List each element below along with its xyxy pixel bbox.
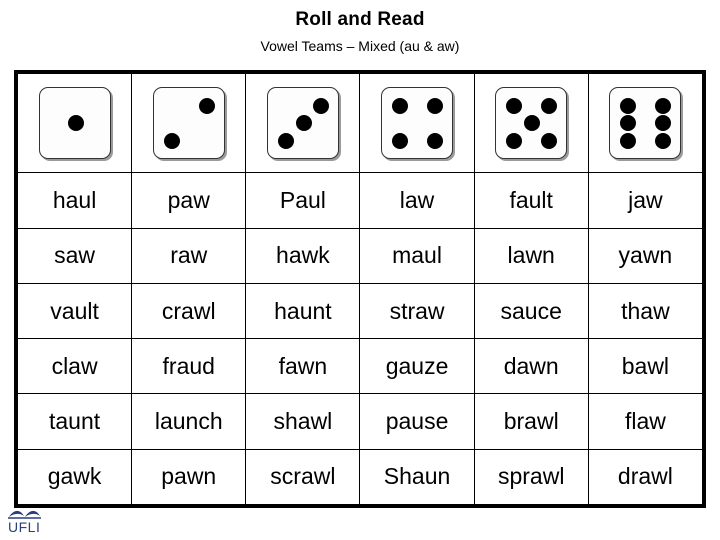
die-two-icon	[152, 87, 225, 160]
word-cell[interactable]: shawl	[245, 393, 361, 450]
word-cell[interactable]: haunt	[245, 282, 361, 340]
word-cell[interactable]: lawn	[473, 227, 589, 284]
die-pip	[277, 133, 294, 150]
die-pip	[524, 115, 541, 132]
dice-cell-1	[16, 72, 133, 174]
die-pip	[655, 98, 672, 115]
word-cell[interactable]: hawk	[245, 227, 361, 284]
die-pip	[620, 115, 637, 132]
word-cell[interactable]: saw	[16, 227, 133, 284]
die-pip	[67, 115, 84, 132]
word-cell[interactable]: Paul	[245, 172, 361, 229]
die-pip	[198, 98, 215, 115]
word-cell[interactable]: pawn	[131, 448, 247, 506]
word-cell[interactable]: vault	[16, 282, 133, 340]
die-three-icon	[266, 87, 339, 160]
die-pip	[620, 133, 637, 150]
die-pip	[295, 115, 312, 132]
word-cell[interactable]: raw	[131, 227, 247, 284]
die-pip	[655, 133, 672, 150]
die-pip	[163, 133, 180, 150]
word-cell[interactable]: fraud	[131, 338, 247, 395]
die-pip	[427, 133, 444, 150]
die-pip	[506, 133, 523, 150]
die-five-icon	[495, 87, 568, 160]
ufli-logo-text: UFLI	[8, 519, 40, 535]
dice-cell-3	[245, 72, 361, 174]
word-cell[interactable]: pause	[359, 393, 475, 450]
word-cell[interactable]: drawl	[587, 448, 704, 506]
word-cell[interactable]: haul	[16, 172, 133, 229]
word-cell[interactable]: gauze	[359, 338, 475, 395]
word-cell[interactable]: jaw	[587, 172, 704, 229]
dice-cell-4	[359, 72, 475, 174]
die-six-icon	[609, 87, 682, 160]
page-title: Roll and Read	[295, 9, 425, 30]
word-cell[interactable]: maul	[359, 227, 475, 284]
die-pip	[392, 98, 409, 115]
die-pip	[392, 133, 409, 150]
dice-cell-6	[587, 72, 704, 174]
die-one-icon	[38, 87, 111, 160]
page-subtitle: Vowel Teams – Mixed (au & aw)	[260, 38, 460, 54]
word-cell[interactable]: scrawl	[245, 448, 361, 506]
word-cell[interactable]: launch	[131, 393, 247, 450]
die-pip	[620, 98, 637, 115]
word-cell[interactable]: sauce	[473, 282, 589, 340]
die-pip	[541, 98, 558, 115]
dice-header-row	[16, 72, 704, 174]
dice-cell-5	[473, 72, 589, 174]
dice-cell-2	[131, 72, 247, 174]
word-cell[interactable]: paw	[131, 172, 247, 229]
word-cell[interactable]: taunt	[16, 393, 133, 450]
die-pip	[541, 133, 558, 150]
die-pip	[506, 98, 523, 115]
die-pip	[427, 98, 444, 115]
word-cell[interactable]: bawl	[587, 338, 704, 395]
word-cell[interactable]: gawk	[16, 448, 133, 506]
word-cell[interactable]: flaw	[587, 393, 704, 450]
word-cell[interactable]: straw	[359, 282, 475, 340]
word-cell[interactable]: fault	[473, 172, 589, 229]
word-cell[interactable]: dawn	[473, 338, 589, 395]
word-cell[interactable]: law	[359, 172, 475, 229]
word-cell[interactable]: crawl	[131, 282, 247, 340]
word-cell[interactable]: brawl	[473, 393, 589, 450]
die-four-icon	[381, 87, 454, 160]
word-cell[interactable]: Shaun	[359, 448, 475, 506]
page-header: Roll and Read Vowel Teams – Mixed (au & …	[0, 0, 720, 56]
word-cell[interactable]: claw	[16, 338, 133, 395]
word-cell[interactable]: thaw	[587, 282, 704, 340]
ufli-logo: UFLI	[5, 508, 61, 538]
die-pip	[655, 115, 672, 132]
ufli-logo-mark: UFLI	[8, 510, 41, 535]
word-cell[interactable]: yawn	[587, 227, 704, 284]
word-cell[interactable]: sprawl	[473, 448, 589, 506]
die-pip	[312, 98, 329, 115]
word-cell[interactable]: fawn	[245, 338, 361, 395]
